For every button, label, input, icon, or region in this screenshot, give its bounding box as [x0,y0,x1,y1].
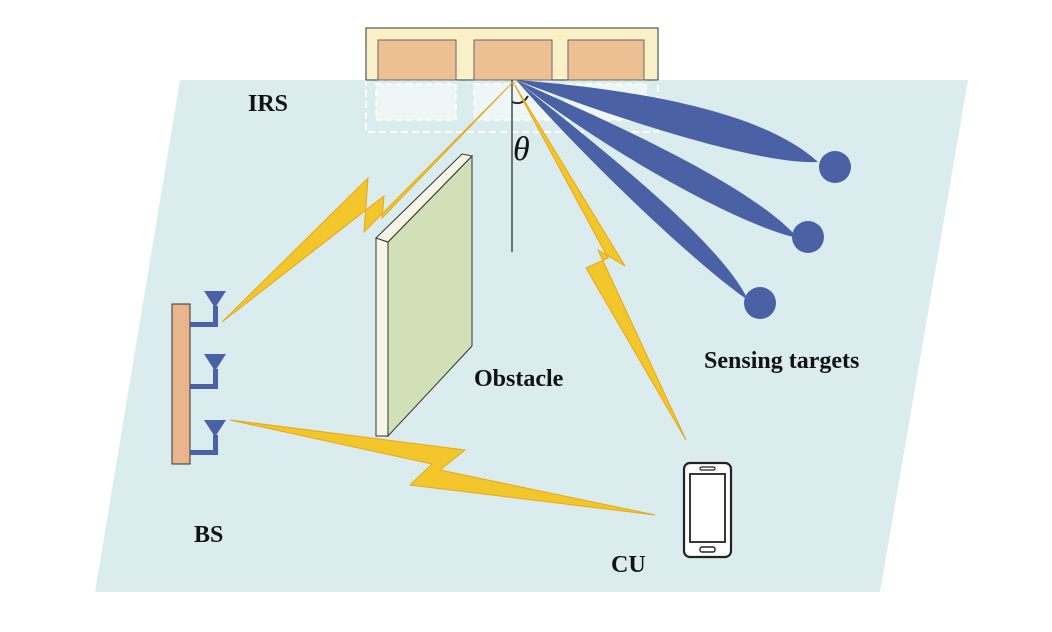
phone-body [682,461,733,559]
irs-element [377,39,457,81]
phone-speaker [699,466,716,471]
antenna-icon [190,354,226,389]
sensing-beam [516,80,798,238]
target-dot-icon [792,221,824,253]
cu-label: CU [611,552,646,578]
theta-label: θ [513,131,530,168]
sensing-targets-label: Sensing targets [704,348,859,374]
phone-screen [689,473,726,543]
obstacle [375,153,474,438]
antenna-icon [190,420,226,455]
irs-label: IRS [248,91,288,117]
bs-cu-link [229,419,656,516]
smartphone-icon [682,461,733,559]
obstacle-top [375,153,474,243]
base-station [171,291,226,465]
obstacle-label: Obstacle [474,366,564,392]
sensing-beams [516,80,818,300]
phone-home-button [699,546,716,553]
wireless-links [221,81,687,516]
sensing-beam [516,80,748,300]
irs-element [473,39,553,81]
irs-cu-link [512,81,687,441]
bs-label: BS [194,522,223,548]
irs-reflection-element [375,83,457,121]
obstacle-edge [375,237,389,437]
antenna-icon [190,291,226,327]
target-dot-icon [819,151,851,183]
irs-surface [365,27,659,81]
target-dot-icon [744,287,776,319]
sensing-beam [516,80,818,163]
irs-element [567,39,645,81]
bs-panel [171,303,191,465]
angle-arc [511,95,529,105]
